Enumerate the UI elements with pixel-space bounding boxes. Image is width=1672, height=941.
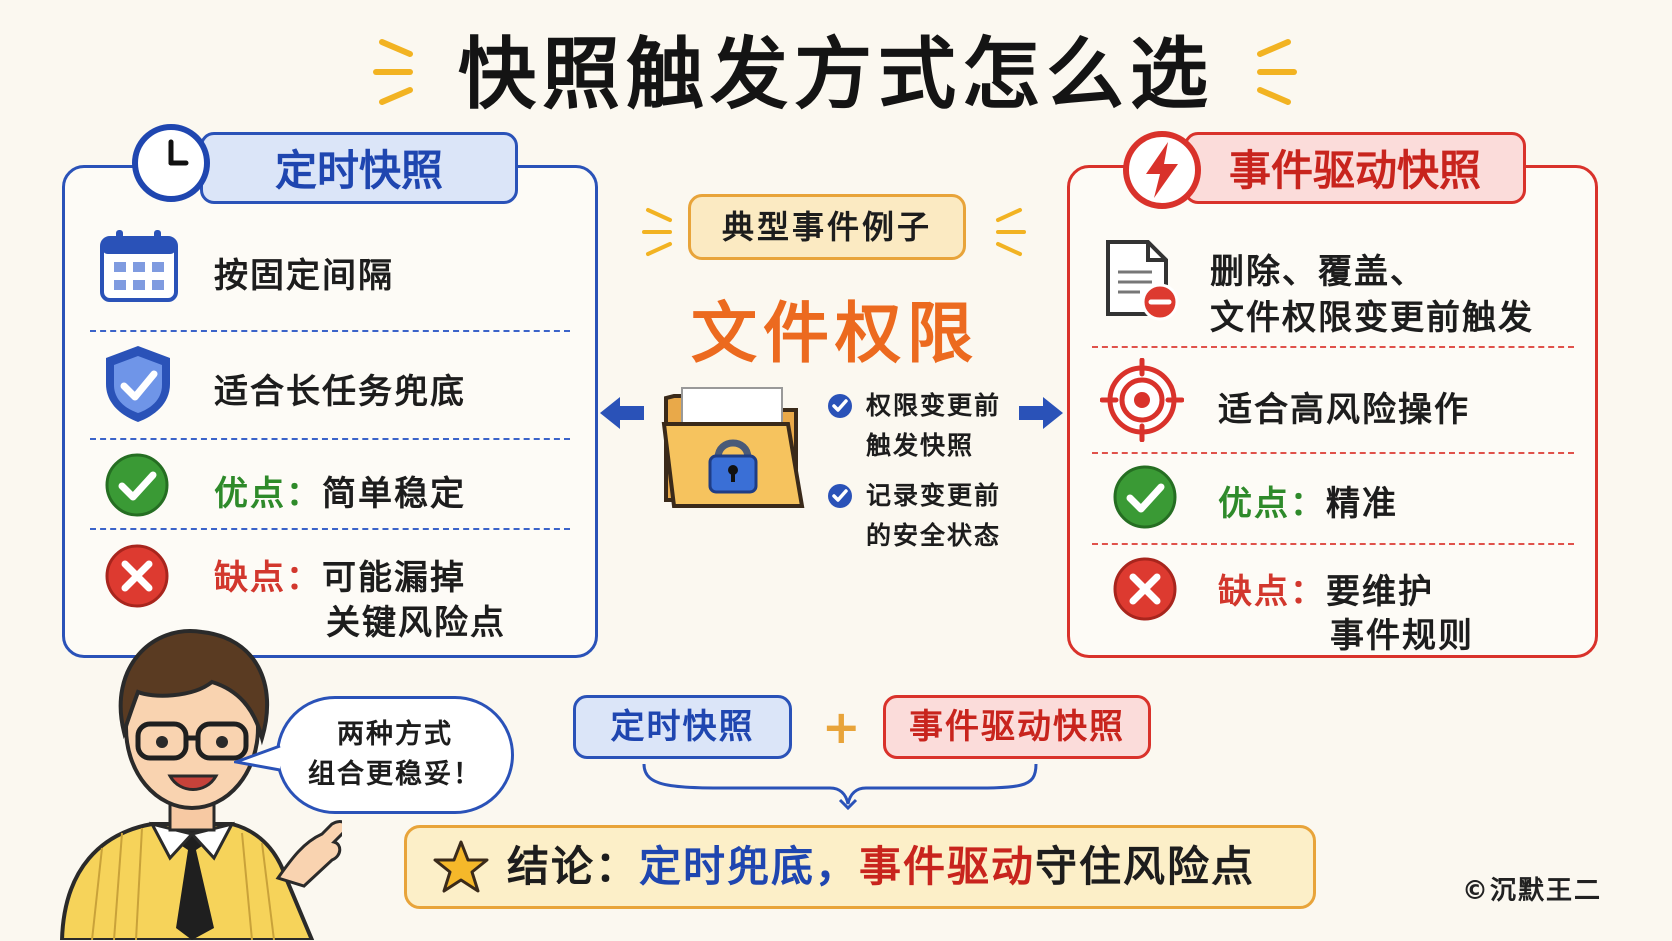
conclusion-suffix: 守住风险点 [1035,842,1256,891]
locked-folder-icon [661,387,805,508]
scheduled-snapshot-pill: 定时快照 [573,695,792,759]
check-badge-icon [828,484,852,508]
speech-bubble: 两种方式 组合更稳妥！ [276,696,514,814]
long-task-fallback-text: 适合长任务兜底 [214,372,466,412]
page-title: 快照触发方式怎么选 [457,30,1214,120]
scheduled-snapshot-tab: 定时快照 [200,132,518,204]
typical-event-label: 典型事件例子 [688,194,966,260]
title-rays-right [1257,39,1297,105]
cons-text-line1: 要维护 [1326,572,1434,612]
title-rays-left [373,39,413,105]
event-driven-snapshot-pill: 事件驱动快照 [883,695,1151,759]
divider [90,330,570,332]
event-rays-right [996,208,1026,256]
event-rays-left [642,208,672,256]
conclusion-box: 结论：定时兜底，事件驱动守住风险点 [404,825,1316,909]
pros-text: 精准 [1326,484,1398,524]
pros-row: 优点：简单稳定 [214,466,466,515]
pros-row: 优点：精准 [1218,476,1398,525]
fixed-interval-text: 按固定间隔 [214,256,394,296]
cons-text-line1: 可能漏掉 [322,558,466,598]
check-circle-icon [1113,465,1177,529]
lightning-icon [1123,131,1201,209]
event-driven-snapshot-tab: 事件驱动快照 [1184,132,1526,204]
pros-text: 简单稳定 [322,474,466,514]
cons-row: 缺点：要维护 [1218,564,1434,613]
divider [90,528,570,530]
check-item-1-line2: 触发快照 [866,431,975,460]
star-icon [433,840,489,893]
presenter-avatar [59,629,342,940]
arrow-left-icon [600,397,644,429]
cons-label: 缺点： [214,558,322,598]
clock-icon [132,124,210,202]
file-permission-highlight: 文件权限 [691,295,979,372]
check-item-2-line2: 的安全状态 [866,521,1002,550]
conclusion-scheduled: 定时兜底， [639,842,860,891]
x-circle-icon [105,544,169,608]
high-risk-ops-text: 适合高风险操作 [1218,390,1470,430]
merge-brace [642,763,1038,810]
speech-line1: 两种方式 [337,719,453,750]
check-item-1-line1: 权限变更前 [866,391,1002,420]
divider [1092,452,1574,454]
cons-row: 缺点：可能漏掉 [214,550,466,599]
cons-label: 缺点： [1218,572,1326,612]
pros-label: 优点： [1218,484,1326,524]
cons-text-line2: 关键风险点 [326,603,506,643]
check-item-2-line1: 记录变更前 [866,481,1002,510]
speech-line2: 组合更稳妥！ [308,759,482,790]
document-delete-icon [1106,240,1179,321]
check-badge-icon [828,394,852,418]
arrow-right-icon [1019,397,1063,429]
pros-label: 优点： [214,474,322,514]
shield-check-icon [106,346,170,422]
check-circle-icon [105,453,169,517]
divider [1092,543,1574,545]
trigger-events-line1: 删除、覆盖、 [1210,252,1426,292]
conclusion-event: 事件驱动 [859,842,1036,891]
x-circle-icon [1113,557,1177,621]
target-icon [1100,358,1184,442]
cons-text-line2: 事件规则 [1330,616,1474,656]
speech-bubble-tail [234,744,281,772]
plus-sign: + [822,700,861,754]
conclusion-prefix: 结论： [507,842,640,891]
divider [90,438,570,440]
trigger-events-line2: 文件权限变更前触发 [1210,298,1534,338]
copyright-mark: ©沉默王二 [1461,876,1602,906]
calendar-icon [100,230,178,302]
divider [1092,346,1574,348]
